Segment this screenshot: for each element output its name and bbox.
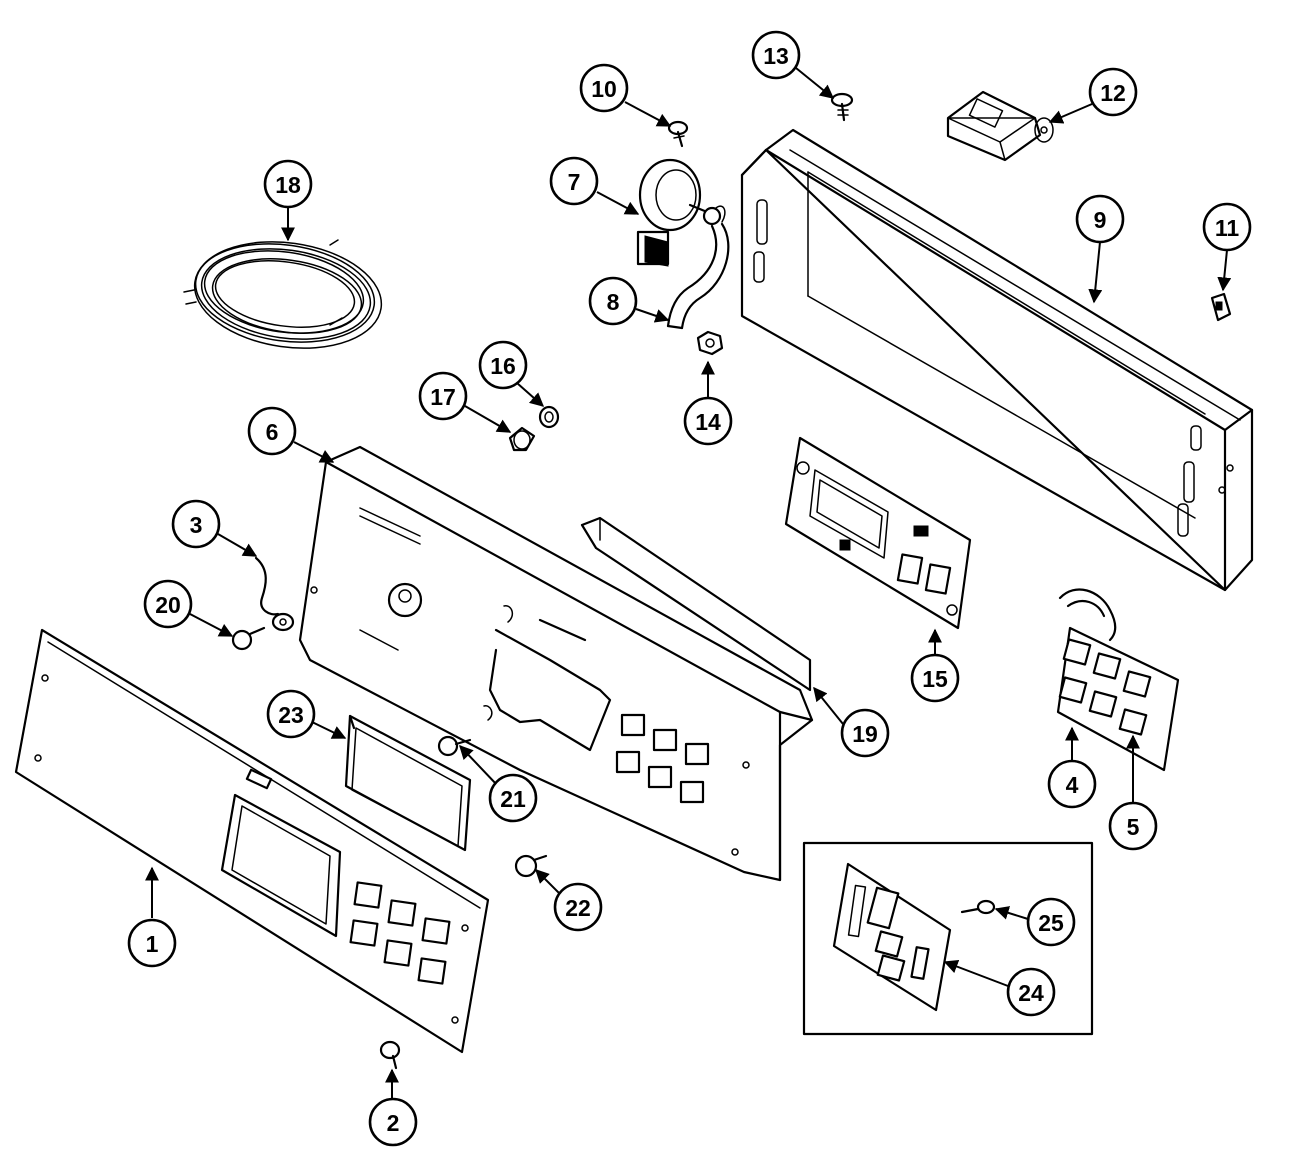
callout-11: 11 <box>1202 202 1252 252</box>
callout-label: 15 <box>922 666 948 692</box>
callout-label: 1 <box>146 931 159 957</box>
callout-label: 7 <box>568 169 581 195</box>
callout-6: 6 <box>247 406 297 456</box>
part-6-panel-bracket <box>298 445 814 882</box>
callout-label: 11 <box>1215 215 1240 241</box>
part-3-ground-wire <box>254 556 295 632</box>
part-4-keypad-board <box>1056 588 1180 772</box>
callout-label: 17 <box>430 384 456 410</box>
part-16-washer <box>538 405 560 429</box>
callout-label: 4 <box>1066 772 1079 798</box>
callout-label: 2 <box>387 1110 400 1136</box>
part-5-keypad-button <box>1118 708 1148 736</box>
callout-label: 12 <box>1100 80 1126 106</box>
part-20-screw <box>231 626 266 651</box>
part-12-relay <box>946 90 1054 162</box>
callout-24: 24 <box>1006 967 1056 1017</box>
callout-15: 15 <box>910 653 960 703</box>
callout-label: 22 <box>565 895 591 921</box>
leader-lines <box>145 67 1232 1098</box>
part-13-screw <box>830 92 854 122</box>
callout-label: 14 <box>695 409 721 435</box>
callout-label: 6 <box>266 419 279 445</box>
part-21-screw <box>437 735 472 757</box>
callout-14: 14 <box>683 396 733 446</box>
part-9-console-housing <box>740 128 1254 592</box>
callout-17: 17 <box>418 371 468 421</box>
callout-label: 24 <box>1018 980 1044 1006</box>
part-8-hose <box>666 222 730 330</box>
callout-label: 21 <box>500 786 526 812</box>
part-25-screw <box>960 899 996 915</box>
part-10-screw <box>667 120 689 148</box>
part-7-pressure-switch <box>636 158 726 267</box>
callout-label: 8 <box>607 289 620 315</box>
part-11-clip <box>1210 292 1232 322</box>
callout-label: 20 <box>155 592 181 618</box>
callout-label: 3 <box>190 512 203 538</box>
callout-label: 19 <box>852 721 878 747</box>
callout-7: 7 <box>549 156 599 206</box>
callout-18: 18 <box>263 159 313 209</box>
callout-16: 16 <box>478 340 528 390</box>
callout-label: 10 <box>591 76 617 102</box>
part-14-nut <box>696 330 724 356</box>
callout-label: 18 <box>275 172 301 198</box>
part-18-wire-harness <box>183 239 383 349</box>
callout-25: 25 <box>1026 897 1076 947</box>
callout-label: 13 <box>763 43 789 69</box>
callout-22: 22 <box>553 882 603 932</box>
part-19-trim-bar <box>580 516 812 692</box>
callout-label: 9 <box>1094 207 1107 233</box>
part-1-front-panel <box>14 628 490 1054</box>
callout-1: 1 <box>127 918 177 968</box>
part-2-screw <box>379 1040 401 1070</box>
part-24-relay-board <box>832 862 952 1012</box>
part-15-control-board <box>784 436 972 630</box>
part-23-display-lens <box>344 714 472 852</box>
callout-13: 13 <box>751 30 801 80</box>
callout-8: 8 <box>588 276 638 326</box>
callout-20: 20 <box>143 579 193 629</box>
callout-label: 25 <box>1038 910 1064 936</box>
callout-label: 23 <box>278 702 304 728</box>
callout-4: 4 <box>1047 759 1097 809</box>
callout-12: 12 <box>1088 67 1138 117</box>
callout-3: 3 <box>171 499 221 549</box>
part-22-screw <box>514 854 548 878</box>
callout-label: 5 <box>1127 814 1140 840</box>
callout-label: 16 <box>490 353 516 379</box>
callout-19: 19 <box>840 708 890 758</box>
callout-2: 2 <box>368 1097 418 1147</box>
callout-10: 10 <box>579 63 629 113</box>
callout-21: 21 <box>488 773 538 823</box>
inset-box <box>802 841 1094 1036</box>
part-17-knob <box>508 426 536 452</box>
callout-9: 9 <box>1075 194 1125 244</box>
callout-5: 5 <box>1108 801 1158 851</box>
callout-23: 23 <box>266 689 316 739</box>
